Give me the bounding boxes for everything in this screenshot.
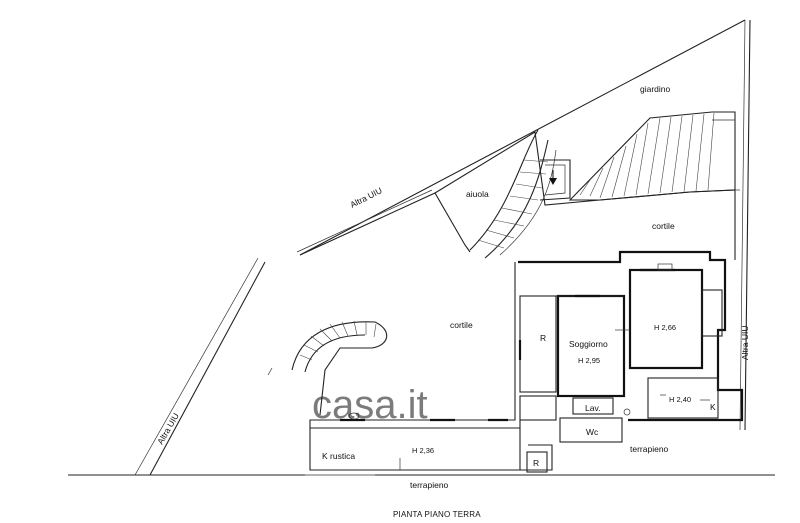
label-aiuola: aiuola <box>466 189 489 199</box>
label-room-h266: H 2,66 <box>654 323 676 332</box>
label-soggiorno: Soggiorno <box>569 339 608 349</box>
lower-curved-stair <box>267 320 388 416</box>
label-k-rustica-height: H 2,36 <box>412 446 434 455</box>
watermark-text: casa.it <box>312 383 428 427</box>
label-terrapieno-right: terrapieno <box>630 444 669 454</box>
label-altra-uiu-top: Altra UIU <box>348 185 383 210</box>
label-room-h240: H 2,40 <box>669 395 691 404</box>
label-room-r-lower: R <box>533 458 539 468</box>
label-cortile-right: cortile <box>652 221 675 231</box>
label-lav: Lav. <box>585 403 600 413</box>
building-walls <box>309 250 744 473</box>
label-k-rustica: K rustica <box>322 451 355 461</box>
label-soggiorno-height: H 2,95 <box>578 356 600 365</box>
fixture-symbols <box>348 263 673 420</box>
label-wc: Wc <box>586 427 599 437</box>
label-room-k: K <box>710 402 716 412</box>
aiuola-curved-stair <box>469 129 571 259</box>
label-altra-uiu-right: Altra UIU <box>740 326 750 360</box>
drawing-caption: PIANTA PIANO TERRA <box>393 510 481 519</box>
label-cortile-main: cortile <box>450 320 473 330</box>
label-room-r-upper: R <box>540 333 546 343</box>
boundary-lines <box>68 19 775 476</box>
label-terrapieno-bottom: terrapieno <box>410 480 449 490</box>
label-giardino: giardino <box>640 84 671 94</box>
upper-stair-ramp <box>568 111 736 201</box>
